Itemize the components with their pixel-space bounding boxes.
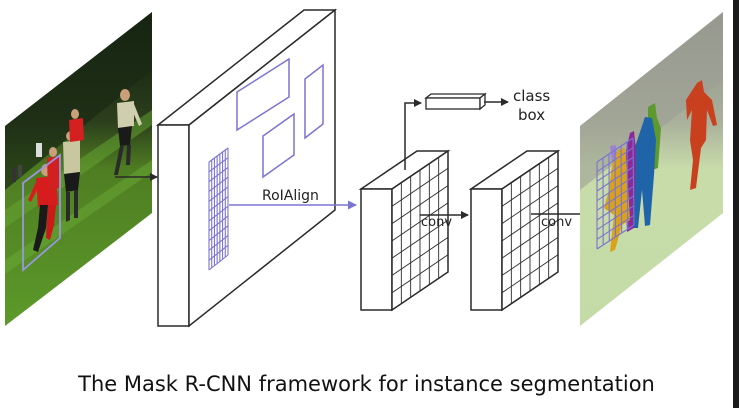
roi-mask-grid-vline [620, 145, 623, 234]
window-edge [733, 0, 739, 408]
block-grid-hline [501, 237, 559, 276]
player-figures [12, 89, 142, 252]
roi-grid [208, 147, 229, 271]
roi-grid-hline [208, 225, 229, 241]
roi-mask-grid [596, 137, 635, 250]
conv-label-1: conv [421, 215, 452, 230]
block-grid-hline [501, 185, 559, 224]
roialign-label: RoIAlign [262, 188, 319, 204]
roi-mask-grid-hline [596, 205, 635, 231]
roi-mask-grid-hline [596, 214, 635, 240]
roi-mask-grid-vline [614, 149, 617, 238]
block-grid-hline [391, 150, 449, 190]
roi-grid-hline [208, 205, 229, 222]
roi-mask-grid-hline [596, 147, 634, 173]
roi-mask-grid-vline [632, 137, 635, 226]
roi-grid-hline [208, 196, 229, 212]
roi-mask-grid-hline [596, 166, 634, 192]
block-grid-hline [501, 150, 559, 190]
region-proposal [262, 112, 295, 179]
roi-grid-hline [208, 235, 229, 251]
roi-mask-grid-vline [626, 141, 629, 230]
block-front-face [360, 188, 393, 311]
mask-blue [634, 117, 656, 228]
block-grid-hline [501, 202, 559, 242]
block-front-face [470, 188, 503, 311]
mask-red [686, 80, 717, 190]
block-grid-hline [391, 185, 449, 224]
block-grid-hline [391, 271, 449, 311]
roi-mask-grid-hline [596, 224, 635, 250]
roi-grid-hline [208, 244, 229, 261]
instance-masks [604, 80, 717, 252]
roi-grid-hline [208, 186, 229, 202]
figure-caption: The Mask R-CNN framework for instance se… [78, 372, 655, 396]
roi-box [22, 153, 61, 272]
region-proposal [304, 63, 324, 140]
roi-mask-grid-hline [596, 137, 634, 163]
input-image [5, 12, 152, 326]
arrow-to-head [404, 99, 422, 170]
block-grid-hline [391, 219, 449, 259]
roi-grid-hline [208, 215, 229, 232]
box-label: box [518, 106, 545, 124]
roi-grid-hline [208, 167, 229, 183]
mask-feature [468, 149, 561, 312]
roi-mask-grid-hline [596, 195, 634, 221]
roi-mask-grid-hline [596, 176, 634, 202]
roi-grid-hline [208, 176, 229, 192]
block-grid-hline [501, 219, 559, 259]
roi-feature [358, 149, 451, 312]
block-grid-hline [501, 167, 559, 207]
roi-grid-hline [208, 157, 229, 173]
roi-grid-hline [208, 147, 229, 163]
class-label: class [513, 87, 550, 105]
roi-mask-grid-hline [596, 156, 634, 182]
block-grid-hline [501, 271, 559, 311]
region-proposal [236, 57, 290, 132]
roi-mask-grid-hline [596, 185, 634, 211]
class-box-head: class box [404, 87, 550, 170]
roi-grid-hline [208, 254, 229, 271]
output-image [580, 12, 723, 326]
block-grid-hline [391, 254, 449, 294]
block-grid-hline [391, 167, 449, 207]
feature-map [155, 8, 338, 328]
block-grid-hline [391, 202, 449, 242]
conv-label-2: conv [541, 215, 572, 230]
block-grid-hline [391, 237, 449, 276]
block-grid-hline [501, 254, 559, 294]
